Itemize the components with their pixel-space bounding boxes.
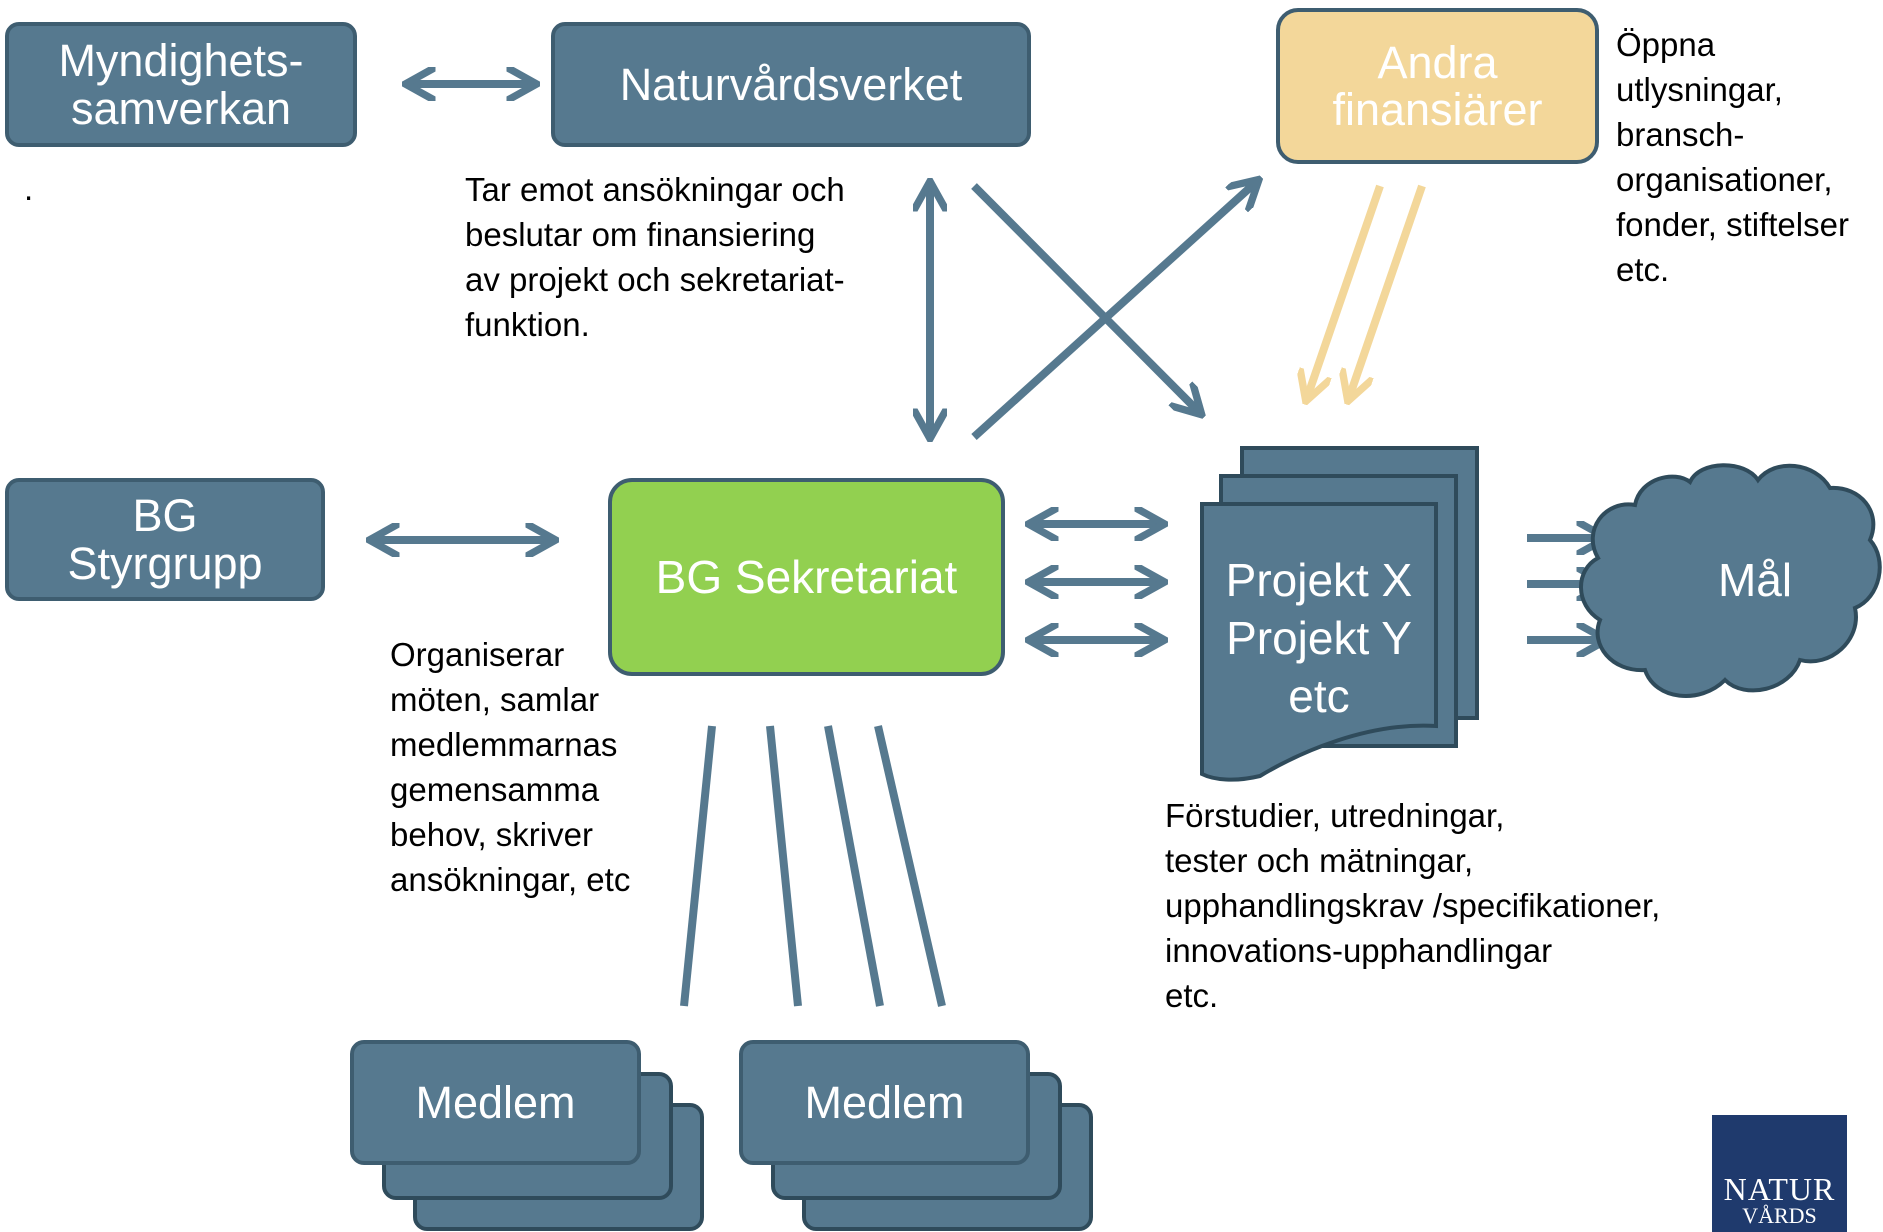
line-sekretariat-medlem-1 <box>680 725 716 1007</box>
arrow-naturvard-projekt <box>971 183 1197 410</box>
projekt-document-stack <box>1200 446 1479 782</box>
note-projekt: Förstudier, utredningar, tester och mätn… <box>1165 797 1661 1014</box>
node-mal: Mål <box>1620 540 1883 620</box>
node-bg-sekretariat: BG Sekretariat <box>608 478 1005 676</box>
line-sekretariat-medlem-3 <box>824 725 884 1007</box>
node-medlem-left: Medlem <box>350 1040 641 1165</box>
note-andra-finansiarer: Öppna utlysningar, bransch- organisation… <box>1616 26 1849 288</box>
note-bg-sekretariat: Organiserar möten, samlar medlemmarnas g… <box>390 636 631 898</box>
node-bg-sekretariat-label: BG Sekretariat <box>655 550 958 603</box>
node-medlem-right-label: Medlem <box>804 1076 965 1128</box>
node-medlem-right: Medlem <box>739 1040 1030 1165</box>
node-naturvardsverket-label: Naturvårdsverket <box>619 58 963 110</box>
node-projekt-label: Projekt X Projekt Y etc <box>1225 554 1413 722</box>
arrow-andra-projekt-1 <box>1308 184 1384 395</box>
naturvardsverket-logo: NATUR VÅRDS <box>1712 1115 1847 1232</box>
node-myndighetssamverkan-label: Myndighets- samverkan <box>58 35 304 134</box>
arrow-sekretariat-andra <box>971 184 1254 440</box>
node-bg-styrgrupp-label: BG Styrgrupp <box>67 490 263 589</box>
node-medlem-left-label: Medlem <box>415 1076 576 1128</box>
logo-line2: VÅRDS <box>1742 1203 1817 1228</box>
note-naturvardsverket: Tar emot ansökningar och beslutar om fin… <box>465 171 845 343</box>
node-myndighetssamverkan: Myndighets- samverkan <box>5 22 357 147</box>
mal-cloud <box>1579 463 1882 698</box>
node-naturvardsverket: Naturvårdsverket <box>551 22 1031 147</box>
node-mal-label: Mål <box>1717 553 1793 606</box>
node-andra-finansiarer-label: Andra finansiärer <box>1332 36 1543 135</box>
line-sekretariat-medlem-2 <box>766 725 802 1007</box>
logo-line1: NATUR <box>1723 1171 1836 1207</box>
line-sekretariat-medlem-4 <box>874 725 946 1007</box>
node-projekt: Projekt X Projekt Y etc <box>1202 550 1436 726</box>
node-bg-styrgrupp: BG Styrgrupp <box>5 478 325 601</box>
note-dot: . <box>24 170 34 207</box>
arrow-andra-projekt-2 <box>1350 184 1426 395</box>
node-andra-finansiarer: Andra finansiärer <box>1276 8 1599 164</box>
